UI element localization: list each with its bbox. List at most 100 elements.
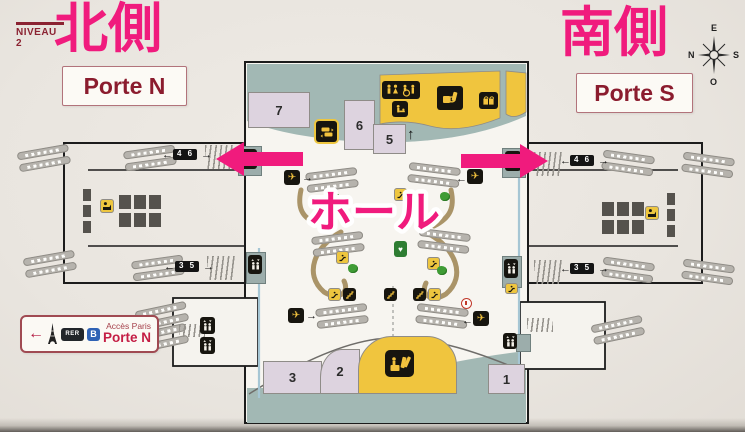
zone-2: 2 xyxy=(320,349,360,394)
heart-glyph: ♥ xyxy=(398,244,403,254)
moving-walkway-icon xyxy=(179,324,205,337)
departures-plane-icon: ✈ xyxy=(288,308,304,323)
seating-area-icons xyxy=(602,202,644,234)
baggage-checkin-icon xyxy=(385,350,414,377)
zone-3: 3 xyxy=(263,361,322,394)
sign-text: Accès Paris Porte N xyxy=(103,322,151,345)
right-wing-outline xyxy=(528,142,703,284)
seating-area-icons xyxy=(667,193,677,237)
niveau-text: NIVEAU 2 xyxy=(16,27,57,49)
plant-icon xyxy=(437,266,447,275)
seating-area-icons xyxy=(83,189,93,233)
stairs-icon xyxy=(527,318,553,332)
plane-glyph: ✈ xyxy=(291,309,301,321)
sign-porte-n-text: Porte N xyxy=(103,330,152,346)
escalator-picto-icon xyxy=(336,251,349,264)
departures-plane-icon: ✈ xyxy=(284,170,300,185)
compass-rose: E S O N xyxy=(688,23,740,87)
info-icon xyxy=(461,298,472,309)
arrow-left-icon: ← xyxy=(560,155,571,167)
zone-7: 7 xyxy=(248,92,310,128)
arrow-left-icon: ← xyxy=(456,173,467,185)
escalator-picto-icon xyxy=(328,288,341,301)
gate-label-right-bottom: 3 5 xyxy=(570,263,595,274)
moving-walkway-icon xyxy=(534,152,562,176)
rer-text: RER xyxy=(65,331,80,337)
gate-text: 4 6 xyxy=(177,149,195,158)
elevator-icon xyxy=(504,259,518,278)
zone-1-label: 1 xyxy=(502,371,511,387)
gate-text: 3 5 xyxy=(179,261,197,270)
elevator-icon xyxy=(241,149,257,169)
baby-care-icon xyxy=(392,101,408,117)
escalator-picto-icon xyxy=(427,257,440,270)
gate-label-left-bottom: 3 5 xyxy=(175,261,200,272)
left-wing-outline xyxy=(63,142,245,284)
elevator-icon xyxy=(505,151,521,171)
stairs-picto-icon xyxy=(343,288,356,301)
arrow-left-icon: ← xyxy=(162,149,173,161)
arrow-right-icon: → xyxy=(598,155,609,167)
arrow-right-icon: → xyxy=(201,149,212,161)
porte-s-text: Porte S xyxy=(594,79,675,106)
elevator-icon xyxy=(248,255,262,274)
departures-plane-icon: ✈ xyxy=(473,311,489,326)
arrow-left-icon: ← xyxy=(28,325,44,342)
escalator-picto-icon xyxy=(428,288,441,301)
escalator-picto-icon xyxy=(505,283,518,294)
aed-icon: ♥ xyxy=(394,241,407,257)
rer-access-sign: ← RER B Accès Paris Porte N xyxy=(20,315,160,353)
stairs-picto-icon xyxy=(413,288,426,301)
zone-6-label: 6 xyxy=(355,117,364,133)
seating-area-icons xyxy=(119,195,161,227)
escalator-picto-icon xyxy=(394,188,407,201)
arrow-up-icon: ↑ xyxy=(407,126,415,143)
plant-icon xyxy=(330,193,340,202)
north-side-annotation: 北側 xyxy=(54,0,162,59)
arrow-right-icon: → xyxy=(306,310,317,322)
gate-text: 4 6 xyxy=(574,155,592,164)
arrow-left-icon: ← xyxy=(560,263,571,275)
compass-left: N xyxy=(688,50,695,60)
zone-5-label: 5 xyxy=(385,131,394,147)
gate-label-left-top: 4 6 xyxy=(173,149,198,160)
south-side-annotation: 南側 xyxy=(560,3,668,63)
elevator-landing xyxy=(516,334,531,352)
compass-right: S xyxy=(733,50,740,60)
zone-5: 5 xyxy=(373,124,406,154)
moving-walkway-icon xyxy=(534,260,562,284)
porte-s-sign: Porte S xyxy=(576,73,693,113)
currency-exchange-icon xyxy=(316,121,337,142)
moving-walkway-icon xyxy=(207,256,235,280)
gate-text: 3 5 xyxy=(574,263,592,272)
rer-badge: RER xyxy=(61,327,84,341)
stairs-picto-icon xyxy=(384,288,397,301)
elevator-icon xyxy=(200,337,215,354)
line-b-text: B xyxy=(90,329,97,339)
shop-icon xyxy=(479,92,498,109)
departures-plane-icon: ✈ xyxy=(467,169,483,184)
zone-7-label: 7 xyxy=(275,102,283,118)
acces-paris-text: Accès Paris xyxy=(106,321,152,332)
arrow-right-icon: → xyxy=(598,263,609,275)
arrow-right-icon: → xyxy=(302,172,313,184)
cafe-icon xyxy=(437,86,463,110)
line-b-badge: B xyxy=(87,327,100,341)
plant-icon xyxy=(440,192,450,201)
arrow-right-icon: → xyxy=(203,261,214,273)
toilets-icon xyxy=(382,81,420,99)
checkin-desk-icon xyxy=(100,199,114,213)
services-area-top-right xyxy=(505,70,527,117)
porte-n-sign: Porte N xyxy=(62,66,187,106)
compass-top: E xyxy=(711,23,718,33)
zone-2-label: 2 xyxy=(336,364,344,379)
plane-glyph: ✈ xyxy=(470,170,480,182)
gate-label-right-top: 4 6 xyxy=(570,155,595,166)
elevator-icon xyxy=(200,317,215,334)
compass-bottom: O xyxy=(710,77,718,87)
porte-n-text: Porte N xyxy=(83,72,166,99)
checkin-desk-icon xyxy=(645,206,659,220)
zone-3-label: 3 xyxy=(288,370,297,385)
plane-glyph: ✈ xyxy=(287,171,297,183)
niveau-label: NIVEAU 2 xyxy=(16,22,64,49)
